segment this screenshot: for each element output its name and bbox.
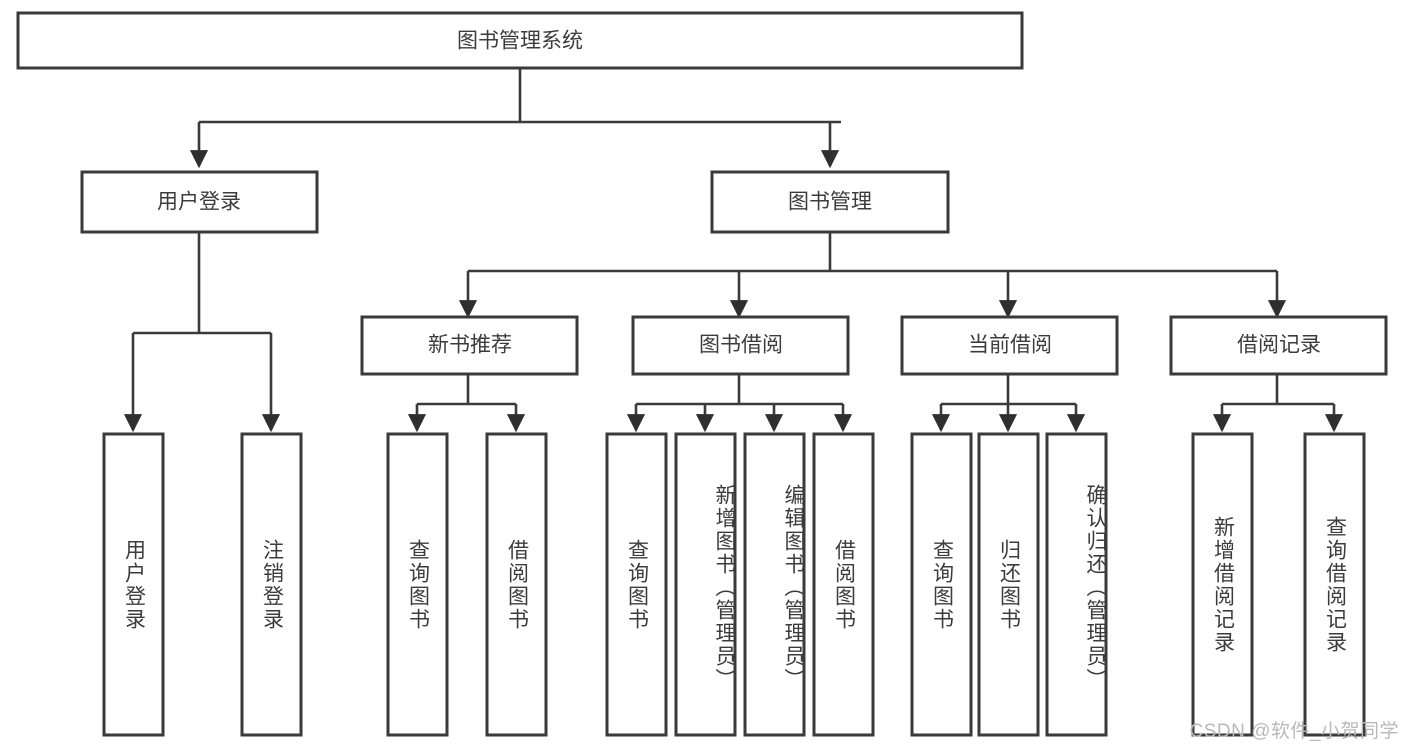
node-book-borrow[interactable]: 图书借阅 [631, 315, 850, 376]
node-borrow-record[interactable]: 借阅记录 [1169, 315, 1388, 376]
node-user-login-label: 用户登录 [157, 191, 241, 214]
node-new-book-recommend-box [360, 315, 579, 376]
node-current-borrow-box [900, 315, 1119, 376]
node-book-management-box [710, 170, 950, 234]
leaf-box-add-book[interactable] [674, 432, 737, 737]
csdn-watermark: CSDN @软件_小贺同学 [1189, 721, 1399, 742]
connector-group-borrow-record [1212, 374, 1344, 433]
leaf-box-confirm-return[interactable] [1045, 432, 1108, 737]
leaf-box-return-book[interactable] [977, 432, 1040, 737]
node-book-borrow-label: 图书借阅 [699, 334, 783, 357]
node-new-book-recommend[interactable]: 新书推荐 [360, 315, 579, 376]
connector-group-new-book-recommend [407, 374, 526, 433]
node-user-login[interactable]: 用户登录 [80, 170, 319, 234]
node-current-borrow[interactable]: 当前借阅 [900, 315, 1119, 376]
connector-group-current-borrow [931, 374, 1086, 433]
leaf-box-query-record[interactable] [1303, 432, 1366, 737]
node-book-borrow-box [631, 315, 850, 376]
connector-group-user-login [123, 233, 281, 433]
node-borrow-record-label: 借阅记录 [1237, 334, 1321, 357]
node-root-title-box [16, 11, 1024, 70]
node-borrow-record-box [1169, 315, 1388, 376]
leaf-box-query-book-1[interactable] [386, 432, 449, 737]
connector-group-book-borrow [626, 374, 853, 433]
leaf-box-query-book-3[interactable] [910, 432, 973, 737]
leaf-box-query-book-2[interactable] [605, 432, 668, 737]
connector-group-book-management [458, 233, 1287, 319]
node-root-title-label: 图书管理系统 [457, 30, 583, 53]
leaf-box-borrow-book-2[interactable] [812, 432, 875, 737]
leaf-box-borrow-book-1[interactable] [485, 432, 548, 737]
node-root-title[interactable]: 图书管理系统 [16, 11, 1024, 70]
leaf-box-logout-login[interactable] [240, 432, 303, 737]
leaf-box-edit-book[interactable] [743, 432, 806, 737]
connector-group-root [189, 68, 841, 169]
node-book-management[interactable]: 图书管理 [710, 170, 950, 234]
leaf-box-user-login[interactable] [102, 432, 165, 737]
node-book-management-label: 图书管理 [788, 191, 872, 214]
node-current-borrow-label: 当前借阅 [968, 334, 1052, 357]
leaf-box-add-record[interactable] [1191, 432, 1254, 737]
node-new-book-recommend-label: 新书推荐 [428, 334, 512, 357]
node-user-login-box [80, 170, 319, 234]
